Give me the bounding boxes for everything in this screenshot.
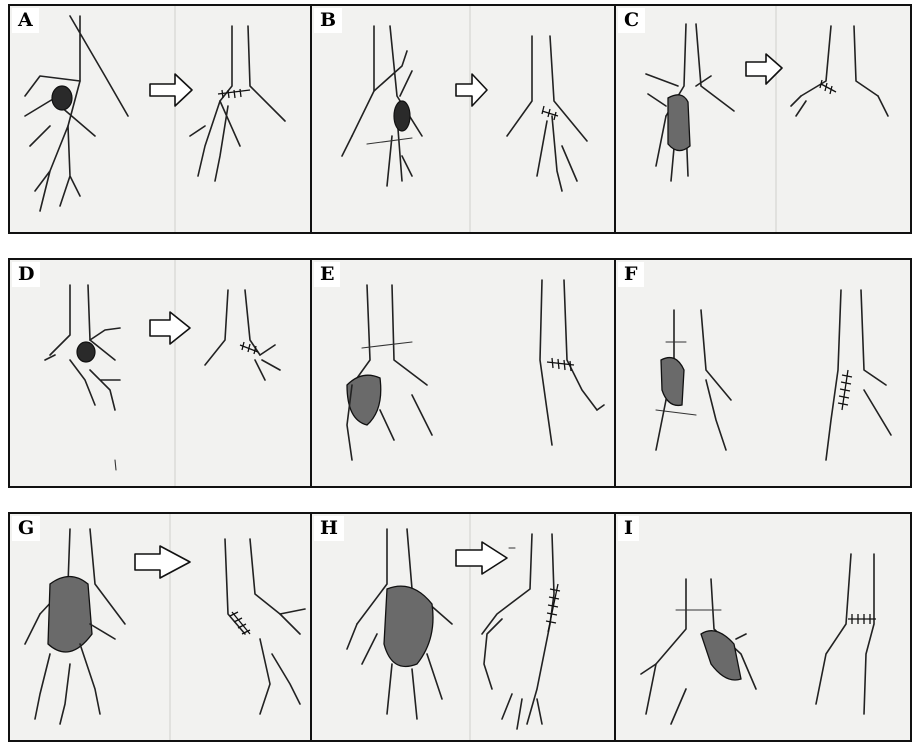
- diagram-c: [616, 6, 910, 232]
- panel-a: A: [8, 4, 312, 234]
- panel-g: G: [8, 512, 312, 742]
- panel-label: G: [12, 516, 40, 541]
- panel-label: A: [12, 8, 39, 33]
- panel-label: E: [314, 262, 340, 287]
- panel-f: F: [614, 258, 912, 488]
- panel-b: B: [310, 4, 616, 234]
- panel-i: I: [614, 512, 912, 742]
- panel-label: F: [618, 262, 644, 287]
- diagram-b: [312, 6, 614, 232]
- diagram-f: [616, 260, 910, 486]
- diagram-a: [10, 6, 310, 232]
- panel-d: D: [8, 258, 312, 488]
- panel-label: H: [314, 516, 344, 541]
- panel-h: H: [310, 512, 616, 742]
- diagram-i: [616, 514, 910, 740]
- panel-label: D: [12, 262, 40, 287]
- diagram-d: [10, 260, 310, 486]
- panel-c: C: [614, 4, 912, 234]
- diagram-e: [312, 260, 614, 486]
- panel-e: E: [310, 258, 616, 488]
- panel-label: B: [314, 8, 342, 33]
- panel-label: C: [618, 8, 645, 33]
- panel-label: I: [618, 516, 639, 541]
- diagram-h: [312, 514, 614, 740]
- diagram-g: [10, 514, 310, 740]
